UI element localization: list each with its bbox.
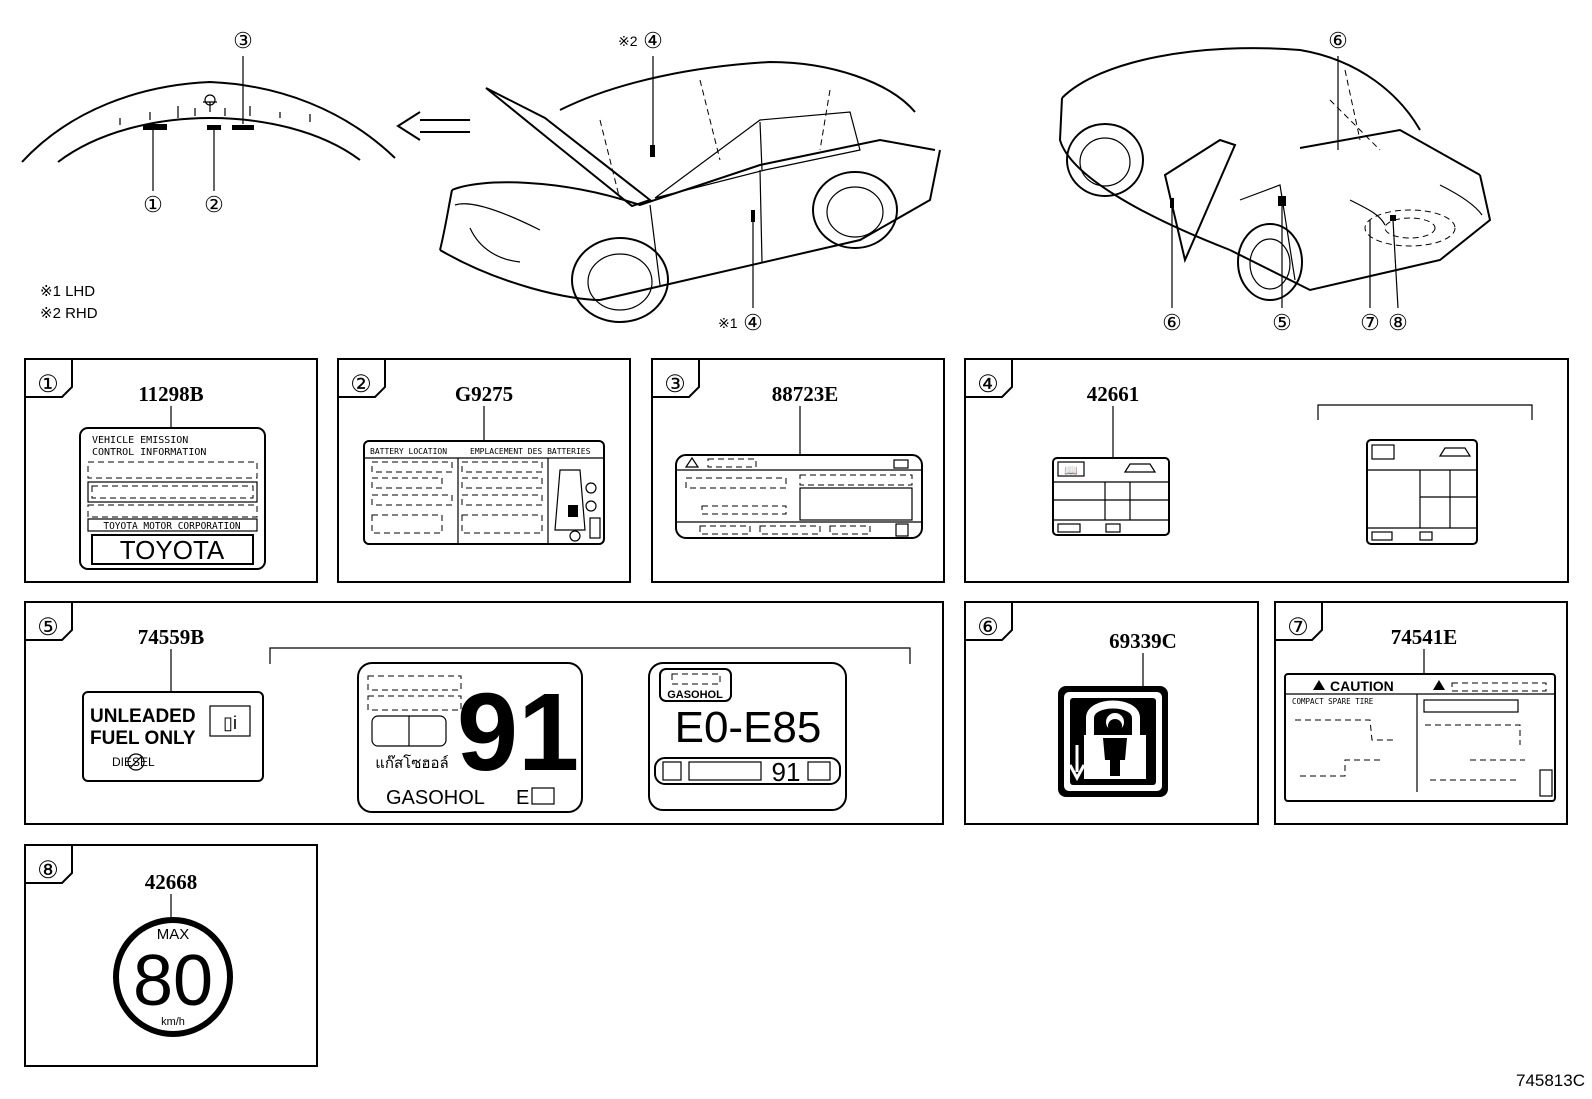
svg-text:③: ③: [664, 371, 686, 398]
speed-limit-sign: [113, 917, 233, 1037]
svg-text:EMPLACEMENT DES BATTERIES: EMPLACEMENT DES BATTERIES: [470, 447, 591, 456]
battery-label-spot: [207, 125, 221, 130]
part-number: 69339C: [1109, 629, 1177, 653]
svg-text:UNLEADED: UNLEADED: [90, 706, 196, 727]
svg-text:①: ①: [37, 371, 59, 398]
panel-1-emission-label: ① 11298B VEHICLE EMISSION CONTROL INFORM…: [24, 358, 318, 583]
part-number: 88723E: [772, 382, 839, 406]
svg-text:④: ④: [977, 371, 999, 398]
svg-text:COMPACT SPARE TIRE: COMPACT SPARE TIRE: [1292, 697, 1374, 706]
note-lhd: ※1 LHD: [40, 283, 95, 300]
panel-4-tire-info-label: ④ 42661 📖: [964, 358, 1569, 583]
panel-6-child-lock-label: ⑥ 69339C: [964, 601, 1259, 825]
panel-7-spare-tire-caution: ⑦ 74541E CAUTION COMPACT SPARE TIRE: [1274, 601, 1568, 825]
svg-text:CONTROL INFORMATION: CONTROL INFORMATION: [92, 447, 206, 458]
part-number: 42661: [1087, 382, 1140, 406]
svg-text:⑦: ⑦: [1287, 614, 1309, 641]
dashboard-sketch: ① ② ③: [21, 28, 396, 217]
panel-2-battery-label: ② G9275 BATTERY LOCATION EMPLACEMENT DES…: [337, 358, 631, 583]
svg-text:DIESEL: DIESEL: [112, 755, 155, 769]
panel-8-speed-limit-label: ⑧ 42668 MAX 80 km/h: [24, 844, 318, 1067]
svg-text:CAUTION: CAUTION: [1330, 678, 1394, 694]
part-number: 74559B: [138, 625, 205, 649]
mark-rhd: ※2: [618, 33, 638, 49]
airbag-label-spot: [232, 125, 254, 130]
svg-text:km/h: km/h: [161, 1016, 185, 1028]
callout-5: ⑤: [1272, 310, 1292, 335]
direction-arrow: [396, 111, 470, 141]
part-number: G9275: [455, 382, 513, 406]
callout-8: ⑧: [1388, 310, 1408, 335]
callout-6-bottom: ⑥: [1162, 310, 1182, 335]
svg-text:E: E: [516, 787, 529, 809]
svg-text:▯i: ▯i: [223, 713, 237, 733]
svg-text:②: ②: [350, 371, 372, 398]
svg-text:📖: 📖: [1064, 465, 1078, 477]
svg-text:⑤: ⑤: [37, 614, 59, 641]
mark-lhd: ※1: [718, 315, 738, 331]
svg-text:แก๊สโซฮอล์: แก๊สโซฮอล์: [375, 754, 449, 772]
diagram-id: 745813C: [1516, 1071, 1585, 1090]
callout-1: ①: [143, 192, 163, 217]
car-front-view: ※2 ④ ※1 ④: [439, 28, 941, 335]
panel-5-fuel-label: ⑤ 74559B UNLEADED FUEL ONLY ▯i DIESEL 91…: [24, 601, 944, 825]
svg-text:⑧: ⑧: [37, 857, 59, 884]
svg-text:GASOHOL: GASOHOL: [667, 689, 723, 701]
panel-3-airbag-label: ③ 88723E: [651, 358, 945, 583]
callout-7: ⑦: [1360, 310, 1380, 335]
svg-text:VEHICLE EMISSION: VEHICLE EMISSION: [92, 435, 188, 446]
svg-text:GASOHOL: GASOHOL: [386, 787, 485, 809]
svg-text:TOYOTA MOTOR CORPORATION: TOYOTA MOTOR CORPORATION: [103, 521, 241, 532]
callout-3: ③: [233, 28, 253, 53]
callout-6-top: ⑥: [1328, 28, 1348, 53]
svg-text:BATTERY LOCATION: BATTERY LOCATION: [370, 447, 447, 456]
svg-text:TOYOTA: TOYOTA: [120, 535, 225, 565]
svg-text:⑥: ⑥: [977, 614, 999, 641]
car-rear-view: ⑥ ⑥ ⑤ ⑦ ⑧: [1058, 28, 1492, 335]
svg-text:FUEL ONLY: FUEL ONLY: [90, 728, 196, 749]
octane-91: 91: [457, 671, 579, 794]
svg-text:80: 80: [133, 941, 213, 1021]
svg-text:91: 91: [772, 757, 801, 787]
part-number: 42668: [145, 870, 198, 894]
callout-2: ②: [204, 192, 224, 217]
callout-4-lhd: ④: [743, 310, 763, 335]
part-number: 74541E: [1391, 625, 1458, 649]
callout-4-rhd: ④: [643, 28, 663, 53]
emission-label-spot: [143, 124, 167, 130]
svg-text:MAX: MAX: [157, 926, 190, 943]
part-number: 11298B: [138, 382, 203, 406]
ethanol-range: E0-E85: [675, 703, 822, 752]
note-rhd: ※2 RHD: [40, 305, 98, 322]
